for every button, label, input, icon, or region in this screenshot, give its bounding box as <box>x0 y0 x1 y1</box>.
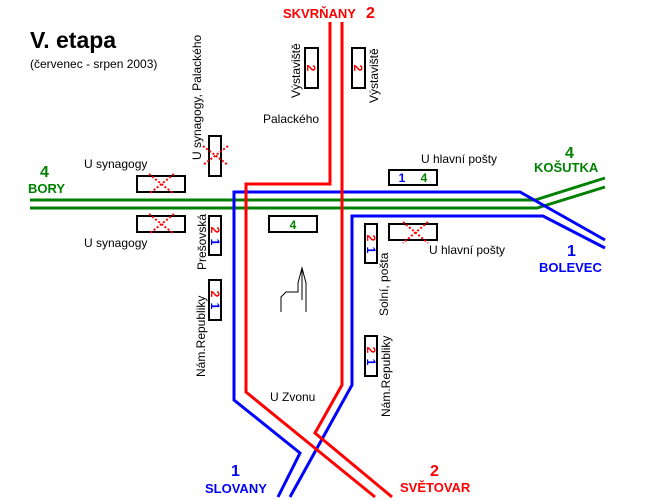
stop-u-synagogy-top-cancelled: U synagogy <box>84 157 186 195</box>
svg-text:2: 2 <box>430 463 439 480</box>
svg-text:2: 2 <box>364 347 378 354</box>
stop-nam-republiky-left: 2 1 Nám.Republiky <box>194 279 222 377</box>
svg-text:U synagogy: U synagogy <box>84 236 147 250</box>
svg-text:Výstaviště: Výstaviště <box>367 48 381 103</box>
svg-text:U hlavní pošty: U hlavní pošty <box>429 243 505 257</box>
cancelled-x-icon <box>402 221 429 244</box>
svg-text:SKVRŇANY: SKVRŇANY <box>283 6 356 21</box>
svg-text:Nám.Republiky: Nám.Republiky <box>379 336 393 417</box>
svg-text:4: 4 <box>290 218 297 232</box>
map-title: V. etapa <box>30 27 116 53</box>
svg-text:1: 1 <box>567 243 576 260</box>
svg-text:4: 4 <box>40 164 49 181</box>
stop-nam-republiky-right: 2 1 Nám.Republiky <box>364 335 393 417</box>
svg-text:2: 2 <box>304 65 318 72</box>
svg-text:Výstaviště: Výstaviště <box>289 43 303 98</box>
stop-u-synagogy-palackeho-cancelled: U synagogy, Palackého <box>190 34 229 177</box>
svg-text:1: 1 <box>364 247 378 254</box>
svg-text:1: 1 <box>231 463 240 480</box>
svg-text:BORY: BORY <box>28 181 65 196</box>
svg-text:1: 1 <box>364 359 378 366</box>
svg-text:2: 2 <box>208 227 222 234</box>
svg-text:1: 1 <box>208 239 222 246</box>
svg-text:1: 1 <box>208 303 222 310</box>
svg-text:4: 4 <box>421 171 428 185</box>
svg-text:Solní, pošta: Solní, pošta <box>377 252 391 316</box>
terminus-kosutka: 4 KOŠUTKA <box>534 145 599 175</box>
terminus-bory: 4 BORY <box>28 164 65 196</box>
cathedral-icon <box>280 266 307 312</box>
map-subtitle: (červenec - srpen 2003) <box>30 57 157 71</box>
stop-label-palackeho: Palackého <box>263 112 319 126</box>
terminus-svetovar: 2 SVĚTOVAR <box>400 463 471 495</box>
svg-text:2: 2 <box>208 291 222 298</box>
svg-text:2: 2 <box>351 65 365 72</box>
stop-label-u-zvonu: U Zvonu <box>270 390 315 404</box>
svg-text:Prešovská: Prešovská <box>195 214 209 270</box>
stop-vystaviste-right: 2 Výstaviště <box>351 47 381 103</box>
svg-text:2: 2 <box>366 5 375 22</box>
svg-text:U synagogy, Palackého: U synagogy, Palackého <box>190 34 204 160</box>
line-2-track <box>244 22 393 499</box>
cancelled-x-icon <box>148 173 175 195</box>
terminus-bolevec: 1 BOLEVEC <box>539 243 602 275</box>
svg-text:1: 1 <box>399 171 406 185</box>
terminus-slovany: 1 SLOVANY <box>205 463 267 496</box>
svg-text:4: 4 <box>565 145 574 162</box>
svg-text:U hlavní pošty: U hlavní pošty <box>421 152 497 166</box>
stop-u-hlavni-posty-bottom-cancelled: U hlavní pošty <box>388 221 505 257</box>
svg-text:Nám.Republiky: Nám.Republiky <box>194 296 208 377</box>
svg-text:BOLEVEC: BOLEVEC <box>539 260 602 275</box>
svg-text:SVĚTOVAR: SVĚTOVAR <box>400 480 471 495</box>
svg-text:SLOVANY: SLOVANY <box>205 481 267 496</box>
stop-u-synagogy-bottom-cancelled: U synagogy <box>84 213 186 250</box>
cancelled-x-icon <box>202 145 229 166</box>
stop-u-hlavni-posty-top: 1 4 U hlavní pošty <box>388 152 497 186</box>
stop-presovska: 2 1 Prešovská <box>195 214 222 270</box>
line-1-track <box>232 190 606 498</box>
stop-center-line-4: 4 <box>268 215 318 233</box>
stop-vystaviste-left: 2 Výstaviště <box>289 43 319 98</box>
svg-text:KOŠUTKA: KOŠUTKA <box>534 160 599 175</box>
svg-text:U synagogy: U synagogy <box>84 157 147 171</box>
cancelled-x-icon <box>148 213 175 235</box>
terminus-skvrnany: SKVRŇANY 2 <box>283 5 375 22</box>
stop-solni-posta: 2 1 Solní, pošta <box>364 223 391 316</box>
svg-text:2: 2 <box>364 235 378 242</box>
